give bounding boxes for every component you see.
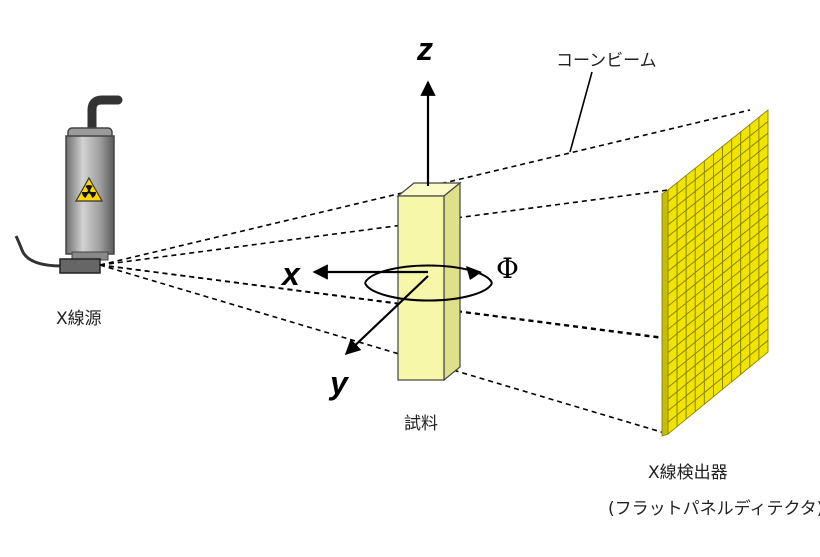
detector-edge [661,189,669,437]
sample-block [396,181,462,382]
source-cable-top [87,95,123,140]
beam-ray-lower [99,264,669,435]
detector-label: X線検出器 [648,463,728,483]
detector-cell [758,339,769,361]
source-cable-bottom [14,235,63,268]
flat-panel-detector [661,109,769,437]
source-label: X線源 [56,309,102,329]
axis-label-y: y [328,365,350,401]
sample-front-face [397,195,445,381]
sample-side-face [443,181,461,382]
rotation-ellipse-front [364,282,493,302]
xray-source [14,95,123,274]
beam-ray-middle [99,264,669,339]
detector-sublabel: (フラットパネルディテクタ) [608,498,820,519]
sample-label: 試料 [404,414,438,434]
cone-beam-callout [569,71,593,153]
cone-beam-label: コーンビーム [556,51,657,71]
rotation-label-phi: Φ [496,252,519,285]
rotation-ellipse-back [364,264,493,284]
axis-label-z: z [416,31,433,67]
radiation-icon [74,176,104,202]
source-window [59,258,101,274]
rotation-indicator [364,264,493,302]
axes [312,80,436,356]
axis-label-x: x [280,256,301,292]
y-axis-line [344,275,429,356]
rotation-arrowhead [466,266,482,280]
beam-ray-upper [99,189,669,266]
